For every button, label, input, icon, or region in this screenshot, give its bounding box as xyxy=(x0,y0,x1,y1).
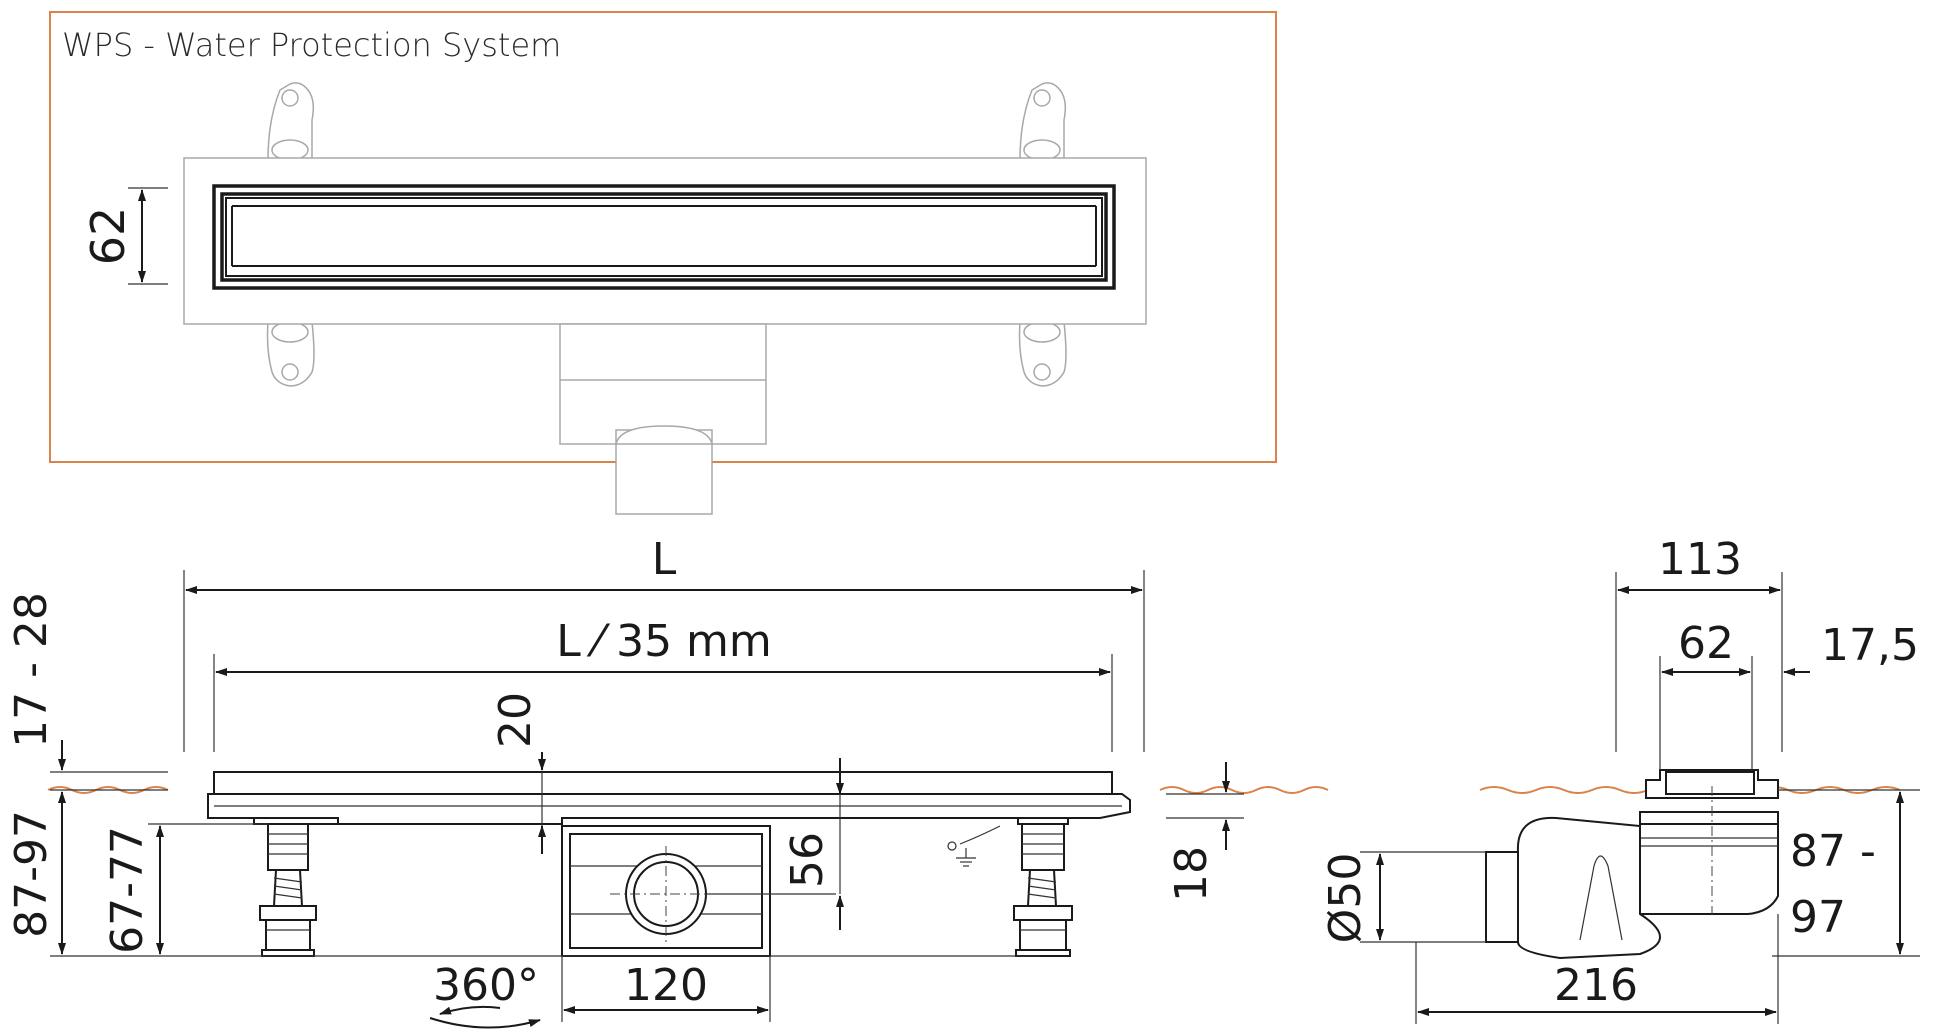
dim-length-minus-label: L ⁄ 35 mm xyxy=(556,616,772,667)
dim-depth-20-label: 20 xyxy=(490,692,541,748)
foot-left xyxy=(253,817,339,957)
dim-side-113: 113 xyxy=(1615,534,1783,752)
dim-top-width-label: 62 xyxy=(81,207,135,266)
dim-range-67-77: 67-77 xyxy=(102,823,268,955)
bracket-bottom-right xyxy=(1018,321,1067,387)
dim-side-87-97: 87 - 97 xyxy=(1772,789,1920,957)
dim-side-62: 62 xyxy=(1659,618,1753,770)
dim-diameter-50: Ø50 xyxy=(1320,851,1486,944)
dim-side-87-label: 87 - xyxy=(1790,826,1876,877)
dim-outlet-width-label: 120 xyxy=(624,960,708,1011)
dim-side-62-label: 62 xyxy=(1678,618,1734,669)
ground-icon xyxy=(947,825,1001,867)
drain-plate-outline xyxy=(183,157,1147,325)
dim-side-17-5: 17,5 xyxy=(1783,620,1919,676)
dim-range-17-28-label: 17 - 28 xyxy=(6,592,57,748)
dim-diameter-50-label: Ø50 xyxy=(1320,853,1371,944)
floor-line-left xyxy=(47,786,169,794)
cross-section-view: 113 62 17,5 Ø50 87 - 97 xyxy=(1320,534,1920,1024)
dim-range-87-97-left: 87-97 xyxy=(6,791,66,955)
dim-top-width: 62 xyxy=(81,187,168,285)
trap-body xyxy=(1485,769,1779,960)
dim-height-18-label: 18 xyxy=(1166,846,1217,902)
dim-height-18: 18 xyxy=(1166,762,1244,902)
front-view: L L ⁄ 35 mm xyxy=(6,534,1329,1029)
dim-side-113-label: 113 xyxy=(1658,534,1742,585)
bracket-bottom-left xyxy=(266,321,315,387)
dim-length-label: L xyxy=(652,534,677,585)
dim-outlet-width: 120 xyxy=(561,956,771,1022)
dim-side-216-label: 216 xyxy=(1554,960,1638,1011)
foot-right xyxy=(1013,817,1073,957)
dim-side-97-label: 97 xyxy=(1790,892,1846,943)
dim-range-67-77-label: 67-77 xyxy=(102,826,153,954)
dim-height-56-label: 56 xyxy=(782,832,833,888)
channel-profile xyxy=(207,771,1131,825)
dim-range-87-97-left-label: 87-97 xyxy=(6,810,57,938)
dim-length: L xyxy=(183,534,1145,752)
dim-depth-20: 20 xyxy=(490,692,546,854)
panel-title: WPS - Water Protection System xyxy=(62,26,561,64)
dim-side-17-5-label: 17,5 xyxy=(1821,620,1919,671)
dim-length-minus: L ⁄ 35 mm xyxy=(213,616,1113,752)
dim-height-56: 56 xyxy=(782,758,844,930)
outlet-housing-front xyxy=(561,825,836,957)
rotation-label: 360° xyxy=(433,960,539,1011)
floor-line-right xyxy=(1159,786,1329,794)
dim-range-17-28: 17 - 28 xyxy=(6,592,66,771)
bracket-top-right xyxy=(1019,82,1067,161)
top-view-panel: WPS - Water Protection System xyxy=(49,11,1277,515)
dim-side-216: 216 xyxy=(1415,914,1779,1024)
bracket-top-left xyxy=(267,82,315,161)
outlet-housing-top-view xyxy=(559,323,767,515)
rotation-indicator: 360° xyxy=(429,960,541,1029)
drain-channel-top-view xyxy=(212,184,1116,290)
